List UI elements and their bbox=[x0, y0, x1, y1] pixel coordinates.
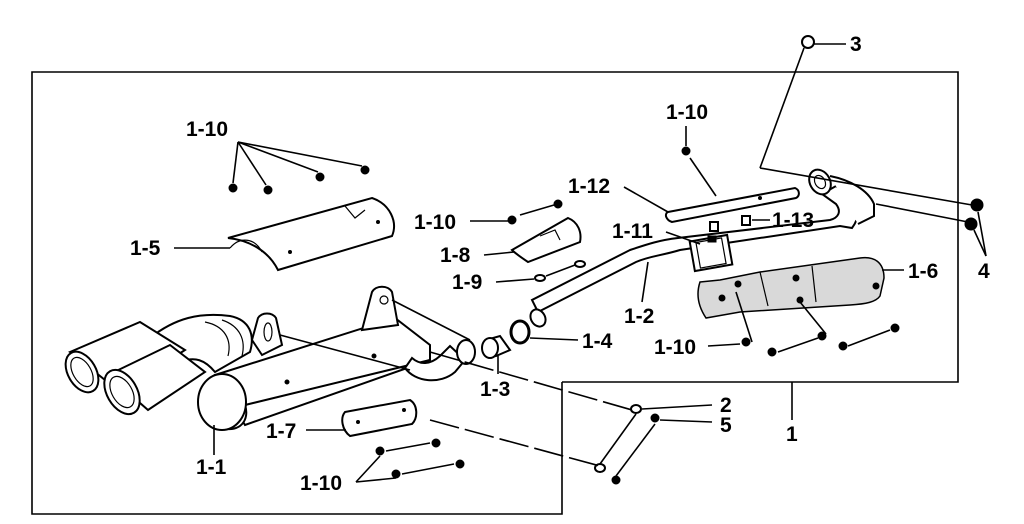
muffler-body bbox=[197, 285, 476, 431]
mid-pipe bbox=[529, 168, 875, 328]
dual-exhaust-tips bbox=[64, 320, 207, 416]
label-1-6: 1-6 bbox=[908, 260, 938, 283]
label-1-10-top-right: 1-10 bbox=[666, 101, 708, 124]
label-1-2: 1-2 bbox=[624, 305, 654, 328]
heat-shield-pipe-top bbox=[664, 186, 800, 224]
label-1-1: 1-1 bbox=[196, 456, 227, 479]
label-1-9: 1-9 bbox=[452, 271, 482, 294]
label-1-10-top-left: 1-10 bbox=[186, 118, 228, 141]
label-1-3: 1-3 bbox=[480, 378, 510, 401]
leader-lines bbox=[174, 43, 987, 483]
label-1-11: 1-11 bbox=[612, 220, 653, 243]
label-1-5: 1-5 bbox=[130, 237, 161, 260]
gasket-1-3 bbox=[481, 334, 512, 359]
pipe-clamp bbox=[688, 233, 734, 273]
label-3: 3 bbox=[850, 33, 862, 56]
label-1: 1 bbox=[786, 423, 798, 446]
label-2: 2 bbox=[720, 394, 732, 417]
heat-shield-muffler-top bbox=[227, 196, 395, 272]
label-5: 5 bbox=[720, 414, 732, 437]
assembly-frame bbox=[31, 71, 959, 515]
label-1-10-mid: 1-10 bbox=[414, 211, 456, 234]
heat-shield-muffler-bottom bbox=[341, 398, 418, 438]
label-1-10-right-bottom: 1-10 bbox=[654, 336, 696, 359]
label-1-10-bottom: 1-10 bbox=[300, 472, 342, 495]
label-1-12: 1-12 bbox=[568, 175, 610, 198]
labels: 1-10 1-5 1-10 1-8 1-9 1-12 1-10 1-11 1-1… bbox=[130, 33, 990, 495]
heat-shield-pipe-side bbox=[697, 256, 885, 319]
heat-shield-small bbox=[510, 216, 582, 264]
gasket-1-4 bbox=[509, 319, 531, 345]
label-1-13: 1-13 bbox=[772, 209, 814, 232]
label-1-8: 1-8 bbox=[440, 244, 471, 267]
label-4: 4 bbox=[978, 260, 990, 283]
clamp-bolts bbox=[709, 215, 751, 232]
label-1-7: 1-7 bbox=[266, 420, 296, 443]
fasteners bbox=[228, 35, 984, 485]
label-1-4: 1-4 bbox=[582, 330, 613, 353]
